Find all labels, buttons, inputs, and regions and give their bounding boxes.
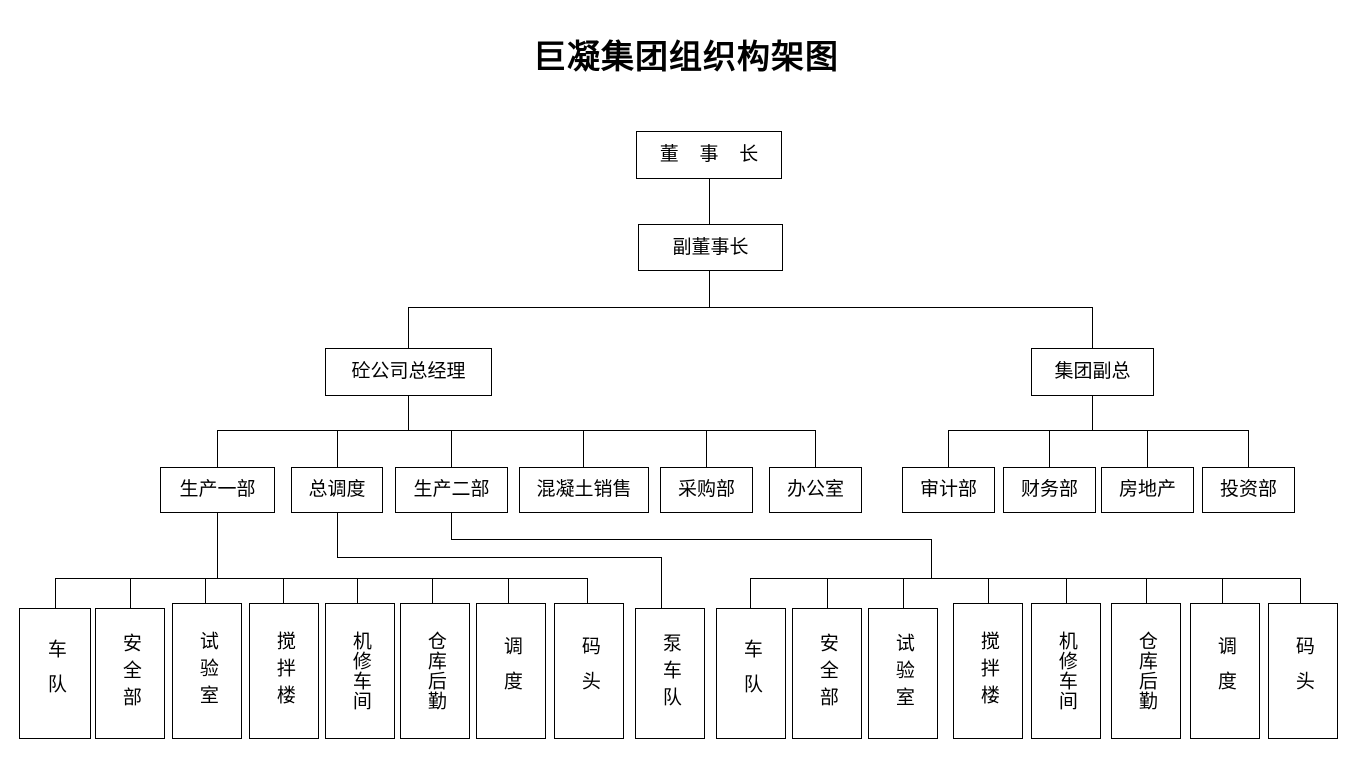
edge-to-g1-safety (130, 578, 131, 608)
node-purchasing[interactable]: 采购部 (660, 467, 753, 513)
edge-production2-drop (451, 513, 452, 540)
node-g1-wharf[interactable]: 码头 (554, 603, 624, 739)
node-label: 仓库后勤 (1135, 631, 1157, 711)
edge-to-g1-repair (357, 578, 358, 608)
node-label: 安全部 (816, 633, 838, 714)
edge-to-g2-wharf (1300, 578, 1301, 608)
edge-to-g2-pump-fleet (661, 557, 662, 608)
node-g2-repair[interactable]: 机修车间 (1031, 603, 1101, 739)
bus-group2 (750, 578, 1301, 579)
node-g2-mixing[interactable]: 搅拌楼 (953, 603, 1023, 739)
node-g2-dispatch[interactable]: 调度 (1190, 603, 1260, 739)
node-label: 试验室 (196, 630, 218, 712)
node-office[interactable]: 办公室 (769, 467, 862, 513)
node-label: 机修车间 (349, 631, 371, 711)
node-label: 试验室 (892, 633, 914, 714)
edge-to-g1-wharf (587, 578, 588, 608)
edge-to-concrete-sales (583, 430, 584, 467)
edge-to-g2-lab (903, 578, 904, 608)
node-concrete-gm[interactable]: 砼公司总经理 (325, 348, 492, 396)
node-audit[interactable]: 审计部 (902, 467, 995, 513)
bus-level3 (408, 307, 1093, 308)
node-chairman[interactable]: 董 事 长 (636, 131, 782, 179)
edge-production2-descend (931, 539, 932, 578)
node-label: 调度 (1214, 636, 1236, 706)
edge-production1-trunk (217, 513, 218, 578)
node-label: 搅拌楼 (977, 630, 999, 712)
node-production-2[interactable]: 生产二部 (395, 467, 508, 513)
node-label: 机修车间 (1055, 631, 1077, 711)
node-g1-fleet[interactable]: 车队 (19, 608, 91, 739)
edge-chiefdispatch-drop (337, 513, 338, 558)
node-label: 调度 (500, 636, 522, 706)
edge-to-office (815, 430, 816, 467)
edge-to-g2-safety (827, 578, 828, 608)
node-label: 码头 (1292, 636, 1314, 706)
edge-to-g1-mixing (283, 578, 284, 608)
edge-groupvp-trunk (1092, 396, 1093, 430)
bus-group1 (55, 578, 588, 579)
edge-to-g2-repair (1066, 578, 1067, 608)
node-g1-safety[interactable]: 安全部 (95, 608, 165, 739)
node-g2-lab[interactable]: 试验室 (868, 608, 938, 739)
node-vice-chairman[interactable]: 副董事长 (638, 224, 783, 271)
edge-to-group-vp (1092, 307, 1093, 348)
node-label: 车队 (740, 638, 762, 709)
bus-groupvp-children (948, 430, 1249, 431)
edge-to-g1-fleet (55, 578, 56, 608)
bus-concretegm-children (217, 430, 816, 431)
edge-to-finance (1049, 430, 1050, 467)
node-production-1[interactable]: 生产一部 (160, 467, 275, 513)
page-title: 巨凝集团组织构架图 (533, 40, 839, 76)
node-real-estate[interactable]: 房地产 (1101, 467, 1194, 513)
node-chief-dispatch[interactable]: 总调度 (291, 467, 383, 513)
node-g1-warehouse[interactable]: 仓库后勤 (400, 603, 470, 739)
edge-to-g2-warehouse (1146, 578, 1147, 608)
node-label: 安全部 (119, 633, 141, 714)
node-label: 车队 (44, 638, 66, 709)
node-label: 泵车队 (659, 633, 681, 714)
edge-to-purchasing (706, 430, 707, 467)
node-g2-fleet[interactable]: 车队 (716, 608, 786, 739)
edge-to-g2-dispatch (1222, 578, 1223, 608)
node-g1-repair[interactable]: 机修车间 (325, 603, 395, 739)
edge-to-g2-mixing (988, 578, 989, 608)
node-g2-warehouse[interactable]: 仓库后勤 (1111, 603, 1181, 739)
edge-chiefdispatch-run (337, 557, 662, 558)
edge-to-chief-dispatch (337, 430, 338, 467)
node-label: 仓库后勤 (424, 631, 446, 711)
edge-to-investment (1248, 430, 1249, 467)
node-group-vp[interactable]: 集团副总 (1031, 348, 1154, 396)
node-label: 码头 (578, 636, 600, 706)
edge-to-g2-fleet (750, 578, 751, 608)
node-label: 搅拌楼 (273, 630, 295, 712)
edge-to-production-1 (217, 430, 218, 467)
node-g2-pump-fleet[interactable]: 泵车队 (635, 608, 705, 739)
node-investment[interactable]: 投资部 (1202, 467, 1295, 513)
node-concrete-sales[interactable]: 混凝土销售 (519, 467, 649, 513)
edge-to-g1-lab (205, 578, 206, 608)
node-g2-safety[interactable]: 安全部 (792, 608, 862, 739)
edge-production2-run (451, 539, 932, 540)
edge-to-concrete-gm (408, 307, 409, 348)
edge-to-g1-warehouse (432, 578, 433, 608)
node-g1-dispatch[interactable]: 调度 (476, 603, 546, 739)
edge-to-audit (948, 430, 949, 467)
node-g1-lab[interactable]: 试验室 (172, 603, 242, 739)
edge-concretegm-trunk (408, 396, 409, 430)
node-finance[interactable]: 财务部 (1003, 467, 1096, 513)
node-g2-wharf[interactable]: 码头 (1268, 603, 1338, 739)
edge-to-production-2 (451, 430, 452, 467)
edge-to-g1-dispatch (508, 578, 509, 608)
node-g1-mixing[interactable]: 搅拌楼 (249, 603, 319, 739)
edge-chairman-vicechairman (709, 179, 710, 224)
edge-vicechairman-trunk (709, 271, 710, 307)
edge-to-real-estate (1147, 430, 1148, 467)
